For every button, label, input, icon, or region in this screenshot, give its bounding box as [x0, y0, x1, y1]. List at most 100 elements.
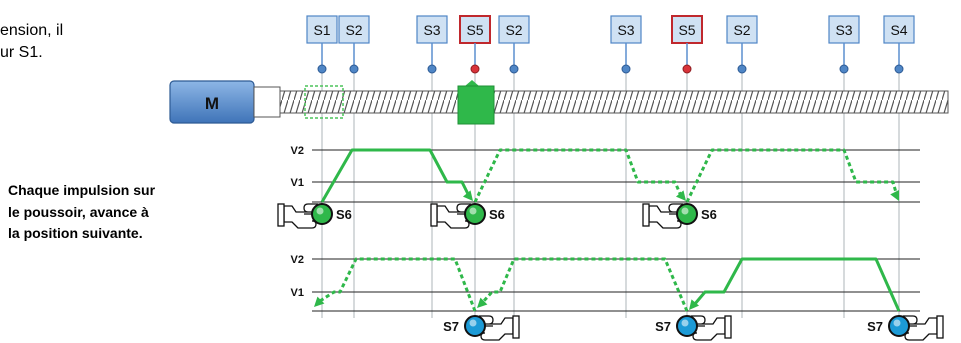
button-highlight: [893, 319, 901, 327]
lead-screw: [253, 85, 949, 119]
sensor-dot: [621, 64, 631, 74]
push-button-s6[interactable]: S6: [430, 203, 505, 229]
sensor-s4: S4: [883, 15, 915, 74]
sensor-box: [459, 15, 491, 44]
note-line-3: la position suivante.: [8, 225, 143, 241]
intro-text: ension, il ur S1.: [0, 20, 63, 64]
sensor-row: S1 S2 S3 S5 S2 S3 S5 S2 S3 S4: [306, 15, 915, 74]
sensor-label: S3: [617, 22, 634, 38]
sensor-s2: S2: [338, 15, 370, 74]
sensor-box: [883, 15, 915, 44]
backward-profile-3: [692, 257, 901, 312]
forward-profile-1: [320, 148, 471, 203]
speed-profiles: [314, 148, 901, 312]
sensor-s1: S1: [306, 15, 338, 74]
button-highlight: [316, 207, 324, 215]
screw-coupling: [253, 86, 281, 118]
push-button-s6[interactable]: S6: [277, 203, 352, 229]
carriage: [457, 80, 495, 125]
sensor-box: [671, 15, 703, 44]
sensor-label: S2: [505, 22, 522, 38]
sensor-dot: [682, 64, 692, 74]
sensor-box: [306, 15, 338, 44]
sensor-s5: S5: [671, 15, 703, 74]
sensor-label: S2: [345, 22, 362, 38]
sensor-box: [610, 15, 642, 44]
push-button-s6[interactable]: S6: [642, 203, 717, 229]
note-line-2: le poussoir, avance à: [8, 203, 149, 220]
carriage-block: [457, 85, 495, 125]
button-label: S7: [443, 319, 459, 334]
sensor-label: S4: [890, 22, 907, 38]
sensor-s2: S2: [498, 15, 530, 74]
sensor-dot: [737, 64, 747, 74]
hand-icon: [642, 203, 683, 229]
sensor-box: [416, 15, 448, 44]
button-knob[interactable]: [311, 203, 333, 225]
forward-arrow-3: [890, 190, 899, 201]
button-knob[interactable]: [464, 315, 486, 337]
push-button-s7[interactable]: S7: [443, 315, 520, 341]
button-label: S7: [655, 319, 671, 334]
sensor-dot: [427, 64, 437, 74]
sensor-box: [498, 15, 530, 44]
sensor-s3: S3: [828, 15, 860, 74]
backward-profile-2: [480, 257, 689, 312]
forward-profile-3: [685, 148, 899, 203]
hand-icon: [903, 315, 944, 341]
button-highlight: [469, 207, 477, 215]
push-button-s7[interactable]: S7: [655, 315, 732, 341]
speed-label-v2: V2: [291, 145, 304, 157]
backward-arrow-1: [314, 296, 325, 307]
button-highlight: [469, 319, 477, 327]
sensor-dot: [839, 64, 849, 74]
sensor-dot: [349, 64, 359, 74]
motor: M: [169, 80, 255, 124]
sensor-box: [828, 15, 860, 44]
forward-profile-2: [473, 148, 683, 203]
speed-label-v2: V2: [291, 254, 304, 266]
screw-rod: [279, 90, 949, 114]
sensor-label: S5: [678, 22, 695, 38]
sensor-s3: S3: [416, 15, 448, 74]
sensor-dot: [317, 64, 327, 74]
button-knob[interactable]: [676, 315, 698, 337]
sensor-label: S3: [835, 22, 852, 38]
backward-arrow-3: [689, 299, 700, 310]
forward-arrow-2: [675, 190, 686, 201]
note-line-1: Chaque impulsion sur: [8, 182, 156, 198]
sensor-label: S5: [466, 22, 483, 38]
speed-label-v1: V1: [291, 177, 304, 189]
sensor-box: [338, 15, 370, 44]
forward-arrow-1: [462, 190, 473, 201]
sensor-s3: S3: [610, 15, 642, 74]
button-highlight: [681, 319, 689, 327]
sensor-label: S1: [313, 22, 330, 38]
motor-label: M: [205, 94, 219, 113]
sensor-dot: [894, 64, 904, 74]
button-knob[interactable]: [464, 203, 486, 225]
speed-label-v1: V1: [291, 287, 304, 299]
intro-line-2: ur S1.: [0, 44, 43, 61]
carriage-pointer: [465, 80, 479, 86]
button-knob[interactable]: [888, 315, 910, 337]
sensor-label: S3: [423, 22, 440, 38]
sensor-dot: [470, 64, 480, 74]
button-label: S7: [867, 319, 883, 334]
sensor-s2: S2: [726, 15, 758, 74]
instruction-note: Chaque impulsion sur le poussoir, avance…: [8, 180, 238, 245]
backward-profile-1: [319, 257, 477, 312]
push-button-s7[interactable]: S7: [867, 315, 944, 341]
button-label: S6: [336, 207, 352, 222]
sensor-dot: [509, 64, 519, 74]
intro-line-1: ension, il: [0, 22, 64, 39]
sensor-label: S2: [733, 22, 750, 38]
button-label: S6: [701, 207, 717, 222]
button-highlight: [681, 207, 689, 215]
button-knob[interactable]: [676, 203, 698, 225]
